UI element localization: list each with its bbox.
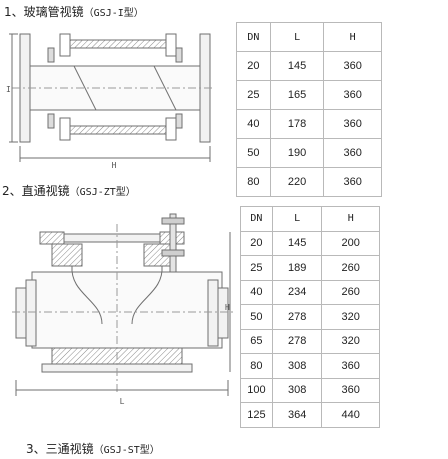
table-cell: 220 [269, 167, 325, 197]
table-row: 25 189 260 [240, 255, 380, 281]
table-cell: 360 [321, 353, 380, 379]
table-cell: 278 [271, 328, 323, 354]
table-cell: 234 [271, 279, 323, 305]
table-cell: 145 [271, 230, 323, 256]
table-cell: 40 [240, 279, 273, 305]
table-cell: 360 [323, 109, 382, 139]
table-row: 20 145 200 [240, 230, 380, 256]
section-1-model-code: （GSJ-I型） [83, 8, 144, 19]
table-row: 50 278 320 [240, 304, 380, 330]
section-1-title: 玻璃管视镜 [23, 5, 84, 19]
table-cell: 308 [271, 377, 323, 403]
section-1-spec-table: DN L H 20 145 360 25 165 360 40 178 360 … [236, 22, 382, 197]
table-row: 100 308 360 [240, 377, 380, 403]
column-header: H [323, 22, 382, 52]
table-cell: 40 [236, 109, 271, 139]
table-cell: 20 [240, 230, 273, 256]
table-cell: 440 [321, 402, 380, 428]
table-cell: 360 [321, 377, 380, 403]
section-2-heading: 2、直通视镜（GSJ-ZT型） [2, 182, 136, 199]
column-header: H [321, 206, 380, 232]
table-cell: 260 [321, 255, 380, 281]
section-3-heading: 3、三通视镜（GSJ-ST型） [26, 440, 160, 457]
section-2-spec-table: DN L H 20 145 200 25 189 260 40 234 260 … [240, 206, 380, 428]
table-header-row: DN L H [240, 206, 380, 232]
section-1-number: 1、 [4, 5, 24, 19]
table-row: 125 364 440 [240, 402, 380, 428]
table-cell: 189 [271, 255, 323, 281]
section-3-model-code: （GSJ-ST型） [93, 445, 160, 456]
table-cell: 320 [321, 304, 380, 330]
table-cell: 125 [240, 402, 273, 428]
table-cell: 100 [240, 377, 273, 403]
sight-glass-straight-drawing: H L [12, 213, 234, 406]
table-cell: 360 [323, 167, 382, 197]
section-2-title: 直通视镜 [21, 184, 70, 198]
table-row: 50 190 360 [236, 138, 382, 168]
section-3-number: 3、 [26, 442, 46, 456]
table-cell: 320 [321, 328, 380, 354]
section-1-heading: 1、玻璃管视镜（GSJ-I型） [4, 3, 144, 20]
table-row: 80 308 360 [240, 353, 380, 379]
table-cell: 360 [323, 51, 382, 81]
table-cell: 65 [240, 328, 273, 354]
section-2-right-dim-label: H [225, 303, 230, 312]
table-cell: 360 [323, 138, 382, 168]
section-2-number: 2、 [2, 184, 22, 198]
table-cell: 190 [269, 138, 325, 168]
section-3-title: 三通视镜 [45, 442, 94, 456]
column-header: DN [236, 22, 271, 52]
table-cell: 80 [240, 353, 273, 379]
table-row: 80 220 360 [236, 167, 382, 197]
table-cell: 50 [236, 138, 271, 168]
table-cell: 25 [240, 255, 273, 281]
sight-glass-tube-drawing: I H [6, 33, 214, 170]
table-row: 25 165 360 [236, 80, 382, 110]
table-header-row: DN L H [236, 22, 382, 52]
table-cell: 80 [236, 167, 271, 197]
table-cell: 364 [271, 402, 323, 428]
table-cell: 178 [269, 109, 325, 139]
section-1-left-dim-label: I [6, 85, 11, 94]
column-header: L [269, 22, 325, 52]
table-cell: 25 [236, 80, 271, 110]
table-cell: 20 [236, 51, 271, 81]
table-row: 40 178 360 [236, 109, 382, 139]
section-2-bottom-dim-label: L [120, 397, 125, 406]
table-cell: 278 [271, 304, 323, 330]
table-cell: 50 [240, 304, 273, 330]
column-header: DN [240, 206, 273, 232]
table-row: 40 234 260 [240, 279, 380, 305]
section-1-bottom-dim-label: H [112, 161, 117, 170]
table-cell: 200 [321, 230, 380, 256]
table-cell: 165 [269, 80, 325, 110]
table-row: 65 278 320 [240, 328, 380, 354]
table-cell: 260 [321, 279, 380, 305]
table-cell: 308 [271, 353, 323, 379]
table-cell: 360 [323, 80, 382, 110]
table-row: 20 145 360 [236, 51, 382, 81]
column-header: L [271, 206, 323, 232]
section-2-model-code: （GSJ-ZT型） [69, 187, 136, 198]
table-cell: 145 [269, 51, 325, 81]
